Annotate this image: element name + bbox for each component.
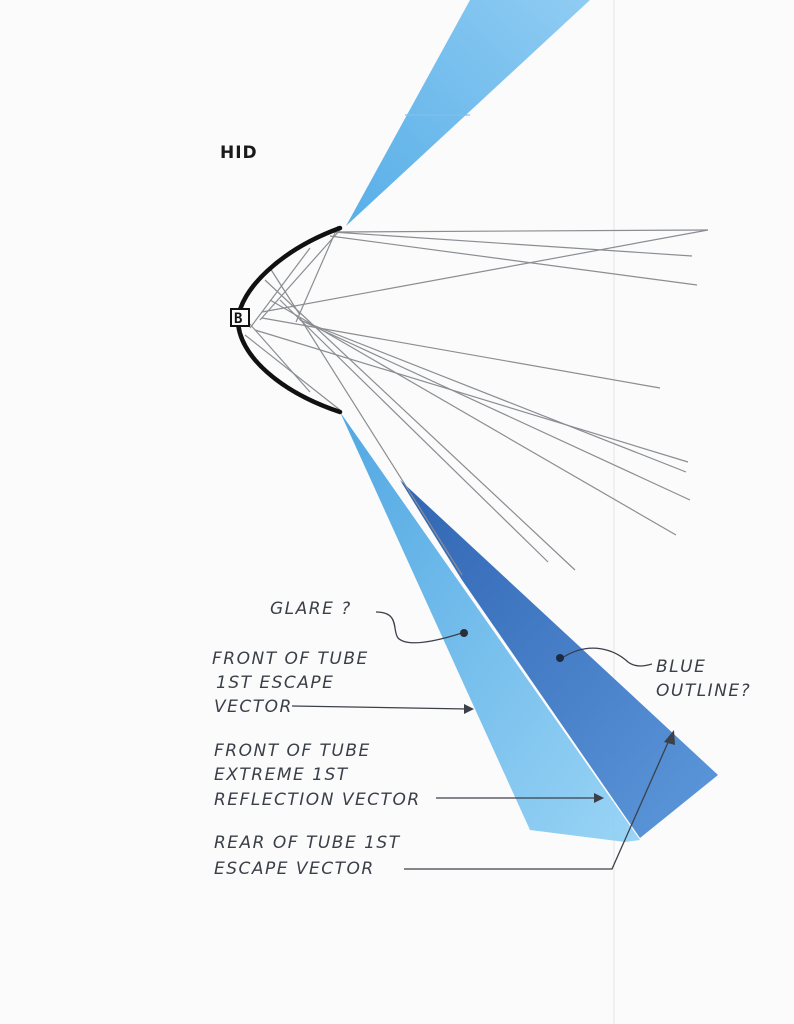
ray — [331, 229, 709, 233]
ray — [329, 235, 698, 286]
front-escape-label-line3: VECTOR — [214, 697, 293, 717]
ray — [269, 267, 301, 316]
reflected-rays — [244, 225, 709, 576]
ray — [259, 229, 341, 321]
blue-outline-point-marker — [556, 654, 564, 662]
front-reflection-arrowhead — [594, 793, 604, 803]
front-reflection-label-line1: FRONT OF TUBE — [214, 741, 371, 761]
front-escape-arrowhead — [464, 704, 474, 714]
rear-escape-label-line2: ESCAPE VECTOR — [214, 859, 375, 879]
ray — [331, 231, 693, 257]
ray — [249, 247, 311, 329]
ray — [261, 229, 709, 313]
ray — [261, 317, 661, 389]
ray — [247, 321, 311, 393]
blue-outline-label-line2: OUTLINE? — [656, 681, 751, 701]
blue-outline-label-line1: BLUE — [656, 657, 706, 677]
front-reflection-label-line2: EXTREME 1ST — [214, 765, 349, 785]
front-escape-label-line1: FRONT OF TUBE — [212, 649, 369, 669]
rear-escape-label-line1: REAR OF TUBE 1ST — [214, 833, 401, 853]
ray — [299, 319, 687, 473]
front-escape-arrow — [291, 705, 469, 710]
front-escape-label-line2: 1ST ESCAPE — [216, 673, 334, 693]
rear-escape-arrow — [404, 737, 671, 870]
bulb-glyph: B — [234, 311, 242, 327]
blue-outline-leader — [561, 647, 653, 667]
page-title: HID — [220, 143, 258, 163]
front-reflection-label-line3: REFLECTION VECTOR — [214, 790, 421, 810]
glare-point-marker — [460, 629, 468, 637]
ray — [254, 329, 689, 463]
ray — [264, 279, 576, 571]
hid-bulb: B — [230, 308, 250, 327]
front-escape-beam — [340, 412, 640, 842]
ray — [299, 319, 691, 501]
glare-leader — [375, 611, 463, 644]
rear-escape-arrowhead — [664, 730, 675, 745]
ray — [269, 299, 677, 536]
ray — [295, 225, 339, 323]
upper-escape-beam — [346, 0, 590, 226]
ray — [279, 299, 549, 563]
glare-label: GLARE ? — [270, 599, 352, 619]
ray — [299, 317, 463, 576]
